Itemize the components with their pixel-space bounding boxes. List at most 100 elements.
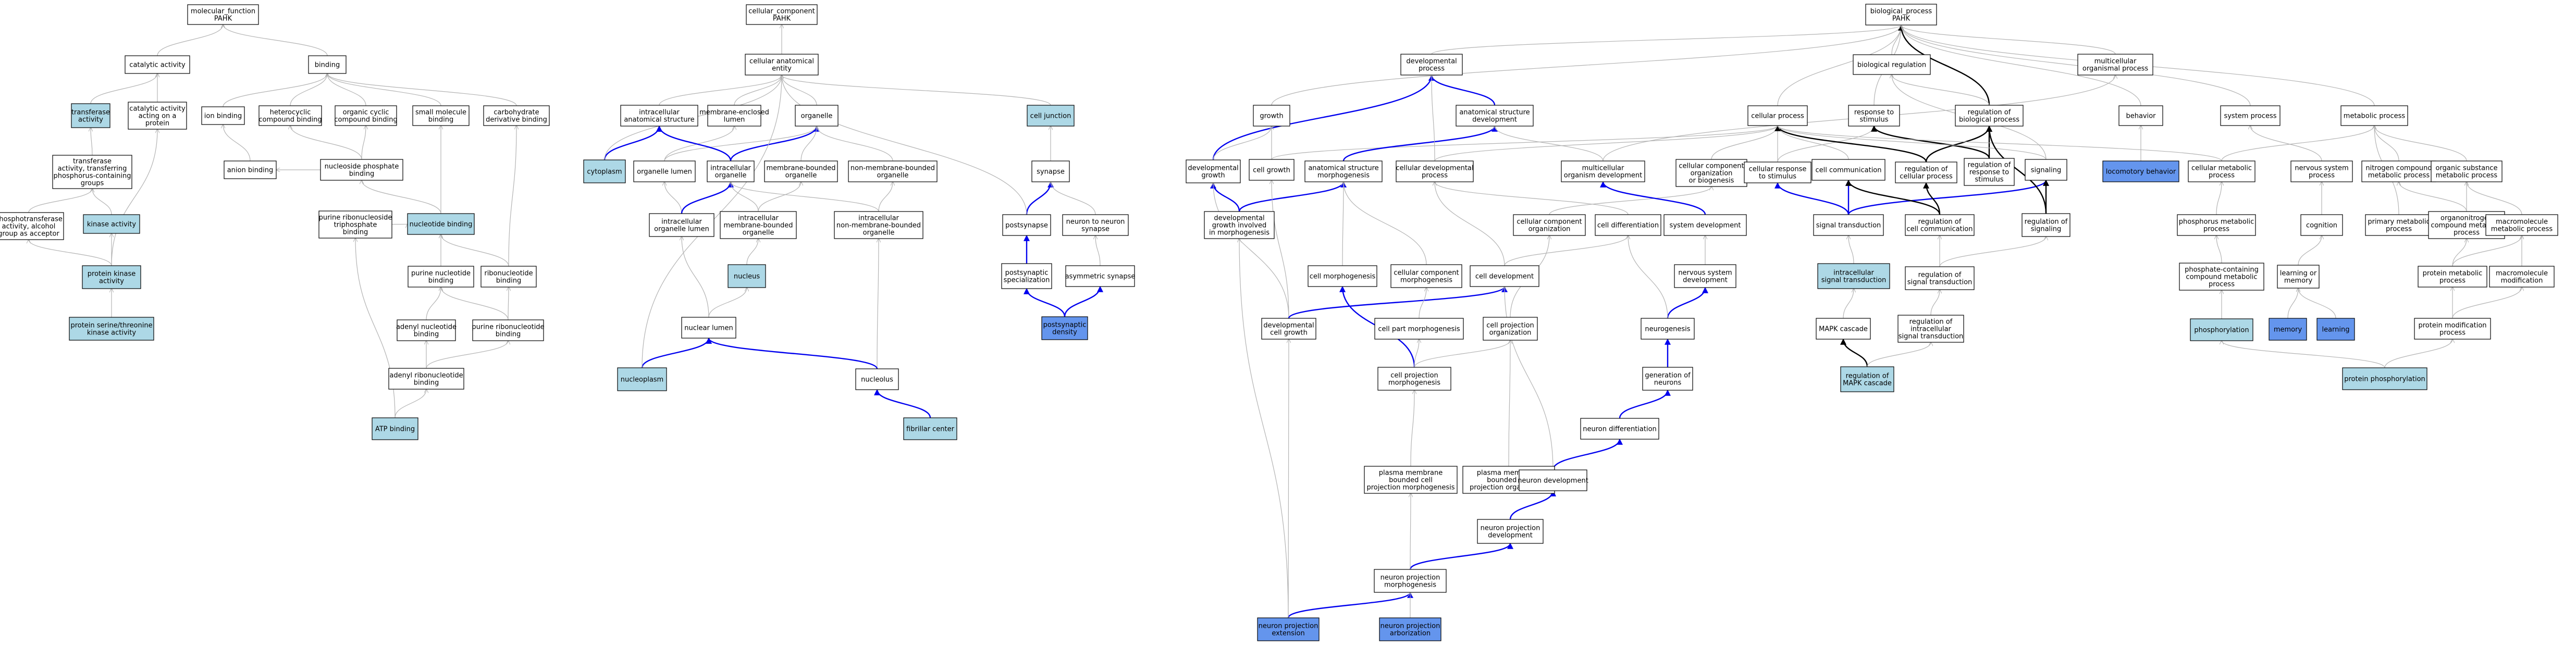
go-node-orglumen[interactable]: organelle lumen [633, 160, 696, 182]
go-node-cat[interactable]: catalytic activity [125, 55, 190, 74]
go-node-cellpartmorph[interactable]: cell part morphogenesis [1374, 318, 1464, 340]
go-node-neurdev[interactable]: neuron development [1518, 469, 1588, 491]
go-node-nucleolus[interactable]: nucleolus [855, 368, 899, 390]
go-node-cognition[interactable]: cognition [2300, 214, 2343, 236]
go-node-protphos[interactable]: protein phosphorylation [2342, 367, 2427, 390]
go-node-memory[interactable]: memory [2269, 318, 2307, 341]
go-node-cellmorph[interactable]: cell morphogenesis [1308, 265, 1377, 287]
go-node-cellgrowth[interactable]: cell growth [1249, 159, 1295, 181]
go-node-atp[interactable]: ATP binding [372, 417, 418, 440]
go-node-neurogen[interactable]: neurogenesis [1641, 318, 1695, 340]
go-node-asymsyn[interactable]: asymmetric synapse [1065, 265, 1136, 287]
go-node-growth[interactable]: growth [1253, 105, 1290, 127]
go-node-anion[interactable]: anion binding [224, 160, 277, 179]
go-node-sysproc[interactable]: system process [2220, 105, 2281, 126]
go-node-bind[interactable]: binding [308, 55, 347, 74]
go-node-signaling[interactable]: signaling [2025, 159, 2067, 181]
go-node-synapse[interactable]: synapse [1031, 160, 1070, 182]
go-node-cellproc[interactable]: cellular process [1747, 105, 1808, 126]
go-node-nucleotideb[interactable]: nucleotide binding [407, 213, 475, 235]
go-node-kinase[interactable]: kinase activity [83, 214, 140, 234]
go-node-fibrillar[interactable]: fibrillar center [903, 417, 957, 440]
go-node-nucleus[interactable]: nucleus [728, 264, 766, 288]
go-node-nuclumen[interactable]: nuclear lumen [681, 317, 736, 339]
go-node-cellcomm[interactable]: cell communication [1811, 159, 1885, 181]
go-node-postsyn[interactable]: postsynapse [1002, 214, 1051, 236]
go-node-ionb[interactable]: ion binding [201, 106, 245, 125]
go-node-biolreg[interactable]: biological regulation [1853, 54, 1931, 75]
go-node-celljunc[interactable]: cell junction [1027, 105, 1075, 127]
go-node-sigtrans[interactable]: signal transduction [1813, 214, 1884, 236]
go-node-phosphoryl[interactable]: phosphorylation [2190, 318, 2253, 341]
go-node-nucleoplasm[interactable]: nucleoplasm [617, 367, 667, 391]
go-node-metab[interactable]: metabolic process [2340, 105, 2408, 126]
